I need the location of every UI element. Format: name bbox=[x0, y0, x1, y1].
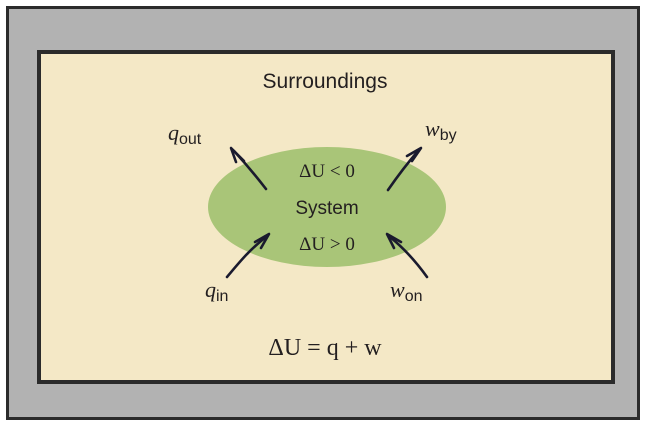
system-label: System bbox=[295, 198, 358, 219]
heat-in-symbol: q bbox=[205, 277, 216, 302]
work-by-symbol: w bbox=[425, 116, 440, 141]
heat-in-subscript: in bbox=[216, 288, 228, 305]
heat-out-symbol: q bbox=[168, 120, 179, 145]
heat-out-label: qout bbox=[168, 120, 202, 148]
energy-equation: ΔU = q + w bbox=[268, 335, 382, 361]
heat-in-arrow bbox=[225, 232, 271, 279]
work-on-arrow bbox=[385, 232, 429, 279]
work-on-label: won bbox=[390, 277, 422, 305]
heat-out-arrow bbox=[229, 146, 268, 191]
delta-u-negative-label: ΔU < 0 bbox=[299, 161, 355, 182]
work-by-label: wby bbox=[425, 116, 457, 144]
work-by-arrow bbox=[386, 146, 423, 192]
delta-u-positive-label: ΔU > 0 bbox=[299, 234, 355, 255]
heat-in-label: qin bbox=[205, 277, 228, 305]
heat-out-subscript: out bbox=[179, 131, 202, 148]
work-on-symbol: w bbox=[390, 277, 405, 302]
work-by-subscript: by bbox=[440, 127, 457, 144]
surroundings-label: Surroundings bbox=[263, 70, 388, 93]
work-on-subscript: on bbox=[405, 288, 423, 305]
